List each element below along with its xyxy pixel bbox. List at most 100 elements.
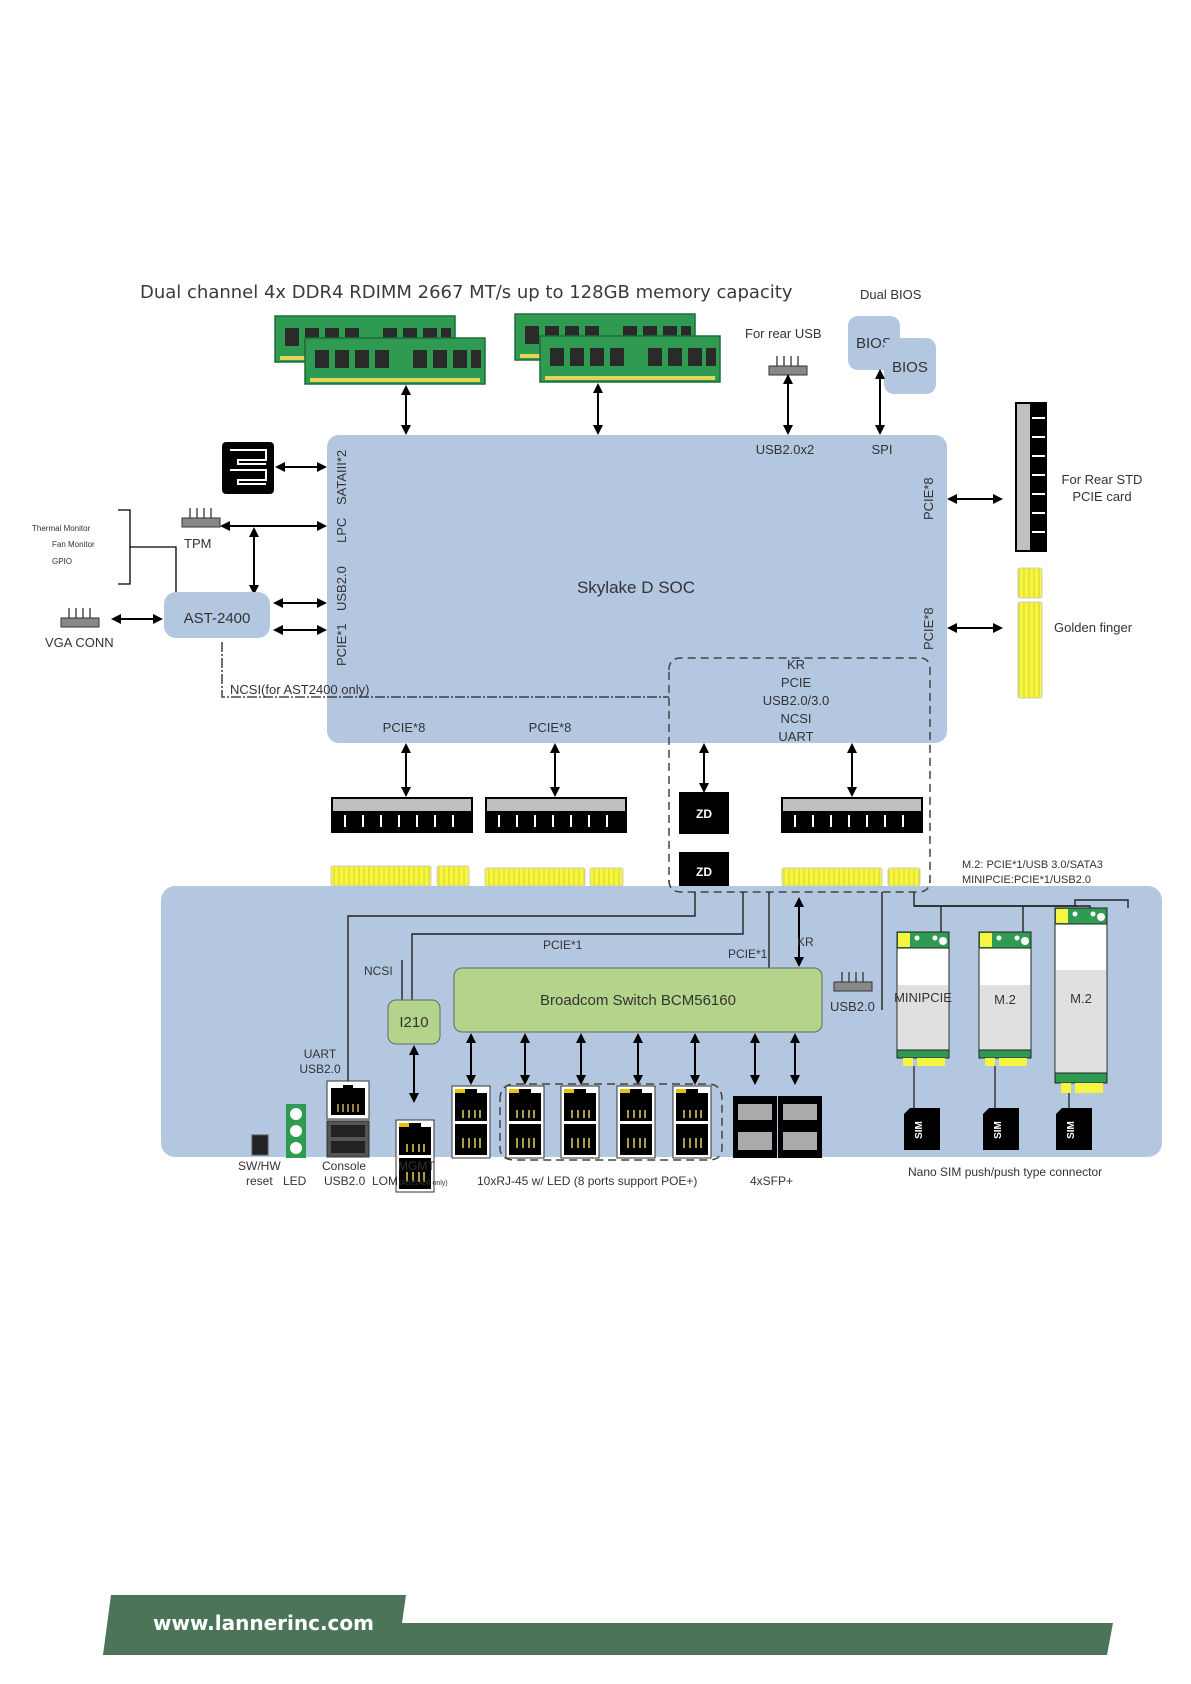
uart-usb-label: USB2.0 bbox=[299, 1062, 341, 1076]
poe-ports-group bbox=[499, 1083, 723, 1161]
golden-finger-long bbox=[1017, 601, 1043, 699]
bmc-label: AST-2400 bbox=[184, 610, 251, 627]
svg-text:PCIE: PCIE bbox=[781, 675, 812, 690]
soc-sata-port: SATAIII*2 bbox=[334, 450, 349, 505]
svg-text:I210: I210 bbox=[399, 1014, 428, 1031]
svg-text:SIM: SIM bbox=[914, 1121, 925, 1139]
pcie1-left-label: PCIE*1 bbox=[543, 938, 583, 952]
vga-label: VGA CONN bbox=[45, 635, 114, 650]
soc-right-pcie-top: PCIE*8 bbox=[921, 477, 936, 520]
tpm-label: TPM bbox=[184, 536, 211, 551]
svg-text:Fan Monitor: Fan Monitor bbox=[52, 540, 95, 549]
sfp-ports bbox=[733, 1096, 822, 1158]
svg-text:ZD: ZD bbox=[696, 865, 712, 879]
m2-label-b: M.2 bbox=[1070, 991, 1092, 1006]
sata-connector-icon bbox=[222, 442, 274, 494]
m2-note-2: MINIPCIE:PCIE*1/USB2.0 bbox=[962, 874, 1091, 886]
svg-text:BIOS: BIOS bbox=[856, 335, 892, 352]
pcie-slot-2 bbox=[484, 796, 628, 834]
usb-port-icon bbox=[326, 1120, 370, 1158]
soc-block bbox=[327, 435, 947, 743]
bmc-block bbox=[164, 592, 270, 638]
sim-slot-1: SIM bbox=[904, 1108, 940, 1150]
svg-text:Console: Console bbox=[322, 1159, 366, 1173]
svg-text:KR: KR bbox=[787, 657, 805, 672]
svg-text:SW/HW: SW/HW bbox=[238, 1159, 281, 1173]
dual-bios-label: Dual BIOS bbox=[860, 287, 922, 302]
svg-text:BIOS: BIOS bbox=[892, 359, 928, 376]
minipcie-label: MINIPCIE bbox=[894, 990, 952, 1005]
monitor-labels: Thermal Monitor Fan Monitor GPIO bbox=[32, 524, 95, 566]
zd-block-1 bbox=[679, 792, 729, 834]
vga-header-icon bbox=[60, 607, 100, 628]
svg-text:SIM: SIM bbox=[1066, 1121, 1077, 1139]
svg-text:4xSFP+: 4xSFP+ bbox=[750, 1174, 793, 1188]
dimm-group-1 bbox=[274, 315, 486, 385]
svg-text:Thermal Monitor: Thermal Monitor bbox=[32, 524, 91, 533]
m2-label-a: M.2 bbox=[994, 992, 1016, 1007]
soc-label: Skylake D SOC bbox=[577, 578, 695, 597]
svg-text:LOM: LOM bbox=[372, 1174, 398, 1188]
svg-text:USB2.0/3.0: USB2.0/3.0 bbox=[763, 693, 830, 708]
broadcom-switch-label: Broadcom Switch BCM56160 bbox=[540, 992, 736, 1009]
board-golden-fingers bbox=[330, 865, 921, 887]
uart-label: UART bbox=[304, 1047, 337, 1061]
m2-slot-b bbox=[1054, 907, 1108, 1093]
i210-chip bbox=[387, 999, 441, 1045]
soc-right-pcie-bottom: PCIE*8 bbox=[921, 607, 936, 650]
svg-text:USB2.0: USB2.0 bbox=[324, 1174, 366, 1188]
soc-bottom-group-labels: KR PCIE USB2.0/3.0 NCSI UART bbox=[763, 657, 830, 744]
ncsi-note: NCSI(for AST2400 only) bbox=[230, 682, 369, 697]
svg-text:MGMT: MGMT bbox=[398, 1159, 435, 1173]
dimm-group-2 bbox=[514, 313, 721, 383]
monitor-bracket bbox=[118, 509, 177, 597]
zd-block-2 bbox=[679, 852, 729, 892]
board-wiring bbox=[347, 892, 1129, 1090]
svg-text:SIM: SIM bbox=[993, 1121, 1004, 1139]
tpm-header-icon bbox=[181, 507, 221, 528]
rear-pcie-slot-icon bbox=[1015, 402, 1047, 552]
rear-pcie-label-2: PCIE card bbox=[1072, 489, 1131, 504]
led-icon bbox=[286, 1104, 306, 1158]
svg-text:reset: reset bbox=[246, 1174, 273, 1188]
minipcie-slot bbox=[896, 931, 950, 1066]
pcie1-right-label: PCIE*1 bbox=[728, 947, 768, 961]
reset-button-icon bbox=[251, 1134, 269, 1156]
m2-note-1: M.2: PCIE*1/USB 3.0/SATA3 bbox=[962, 859, 1103, 871]
soc-usb-port: USB2.0x2 bbox=[756, 442, 815, 457]
bottom-labels: SW/HW reset LED Console USB2.0 MGMT LOM … bbox=[238, 1159, 1102, 1188]
broadcom-switch bbox=[453, 967, 823, 1033]
golden-finger-short bbox=[1017, 567, 1043, 599]
pcie-slot-1 bbox=[330, 796, 474, 834]
soc-usb20-port: USB2.0 bbox=[334, 566, 349, 611]
svg-text:Nano SIM push/push type connec: Nano SIM push/push type connector bbox=[908, 1165, 1102, 1179]
soc-bottom-pcie-mid: PCIE*8 bbox=[529, 720, 572, 735]
soc-lpc-port: LPC bbox=[334, 518, 349, 543]
rear-pcie-label-1: For Rear STD bbox=[1062, 472, 1143, 487]
pcie-slot-3 bbox=[780, 796, 924, 834]
switch-port-arrows bbox=[466, 1033, 800, 1085]
svg-text:ZD: ZD bbox=[696, 807, 712, 821]
svg-text:(AST2400 only): (AST2400 only) bbox=[399, 1180, 448, 1187]
kr-label: KR bbox=[797, 935, 814, 949]
rear-usb-label: For rear USB bbox=[745, 326, 822, 341]
soc-pcie1-port: PCIE*1 bbox=[334, 623, 349, 666]
m2-slot-a bbox=[978, 931, 1032, 1066]
soc-bottom-pcie-left: PCIE*8 bbox=[383, 720, 426, 735]
golden-finger-label: Golden finger bbox=[1054, 620, 1133, 635]
ncsi-label: NCSI bbox=[364, 964, 393, 978]
svg-text:UART: UART bbox=[778, 729, 813, 744]
bios-chip-2 bbox=[884, 338, 936, 394]
svg-text:NCSI: NCSI bbox=[780, 711, 811, 726]
svg-text:LED: LED bbox=[283, 1174, 307, 1188]
console-port-icon bbox=[326, 1080, 370, 1120]
svg-text:10xRJ-45 w/ LED (8 ports suppo: 10xRJ-45 w/ LED (8 ports support POE+) bbox=[477, 1174, 697, 1188]
footer-band bbox=[103, 1595, 1113, 1655]
svg-text:GPIO: GPIO bbox=[52, 557, 72, 566]
footer-url[interactable]: www.lannerinc.com bbox=[153, 1611, 374, 1635]
sim-slot-2: SIM bbox=[983, 1108, 1019, 1150]
soc-spi-port: SPI bbox=[872, 442, 893, 457]
sim-slot-3: SIM bbox=[1056, 1108, 1092, 1150]
rear-usb-header-icon bbox=[768, 355, 808, 376]
